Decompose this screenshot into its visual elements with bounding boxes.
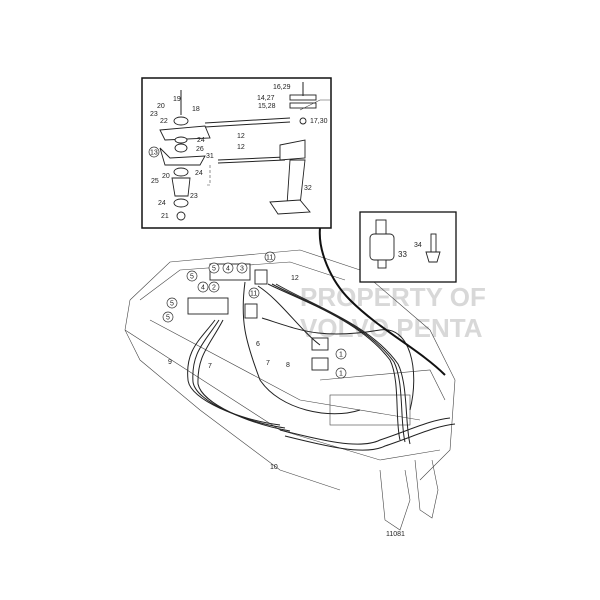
part-label: 17,30 <box>310 118 328 125</box>
svg-text:1: 1 <box>339 352 343 359</box>
drawing-number: 11081 <box>386 531 405 538</box>
watermark-line-2: VOLVO PENTA <box>300 313 483 343</box>
svg-text:5: 5 <box>212 266 216 273</box>
watermark: PROPERTY OF VOLVO PENTA <box>300 282 486 343</box>
part-label: 31 <box>206 153 214 160</box>
part-label: 14,27 <box>257 95 275 102</box>
part-label: 20 <box>162 173 170 180</box>
callout: 2 <box>208 281 220 293</box>
callout: 5 <box>208 262 220 274</box>
callout: 5 <box>162 311 174 323</box>
part-label: 23 <box>150 111 158 118</box>
callout: 11 <box>248 287 260 299</box>
part-label: 12 <box>291 275 299 282</box>
part-label: 24 <box>195 170 203 177</box>
svg-text:3: 3 <box>240 266 244 273</box>
callout: 1 <box>335 348 347 360</box>
part-label: 10 <box>270 464 278 471</box>
callout: 11 <box>264 251 276 263</box>
part-label: 8 <box>286 362 290 369</box>
part-label: 19 <box>173 96 181 103</box>
svg-text:2: 2 <box>212 285 216 292</box>
callout: 5 <box>186 270 198 282</box>
part-label: 6 <box>256 341 260 348</box>
part-label: 32 <box>304 185 312 192</box>
part-label: 7 <box>266 360 270 367</box>
svg-text:5: 5 <box>170 301 174 308</box>
part-label: 9 <box>168 359 172 366</box>
callout: 4 <box>222 262 234 274</box>
part-label: 13 <box>150 150 158 157</box>
part-label: 34 <box>414 242 422 249</box>
steering-inset <box>141 77 332 229</box>
callout: 4 <box>197 281 209 293</box>
svg-text:4: 4 <box>201 285 205 292</box>
part-label: 12 <box>237 144 245 151</box>
part-label: 20 <box>157 103 165 110</box>
part-label: 7 <box>208 363 212 370</box>
callout: 3 <box>236 262 248 274</box>
part-label: 24 <box>158 200 166 207</box>
part-label: 26 <box>196 146 204 153</box>
svg-text:11: 11 <box>266 255 273 262</box>
callout: 5 <box>166 297 178 309</box>
part-label: 33 <box>398 250 407 259</box>
callout: 1 <box>335 367 347 379</box>
svg-text:1: 1 <box>339 371 343 378</box>
cable-harness <box>187 227 456 451</box>
part-label: 18 <box>192 106 200 113</box>
steering-inset-labels: 19 20 23 22 18 24 26 31 13 24 25 20 23 2… <box>148 84 328 220</box>
part-label: 16,29 <box>273 84 291 91</box>
part-label: 25 <box>151 178 159 185</box>
part-label: 21 <box>161 213 169 220</box>
part-label: 12 <box>237 133 245 140</box>
sensor-inset-labels: 33 34 <box>398 242 422 259</box>
callout-circle <box>148 146 160 158</box>
part-label: 22 <box>160 118 168 125</box>
watermark-line-1: PROPERTY OF <box>300 282 486 312</box>
part-label: 23 <box>190 193 198 200</box>
part-label: 15,28 <box>258 103 276 110</box>
svg-text:11: 11 <box>250 291 257 298</box>
svg-text:5: 5 <box>190 274 194 281</box>
svg-text:4: 4 <box>226 266 230 273</box>
main-labels: 5 4 3 5 4 2 5 5 11 12 11 6 9 7 7 8 1 1 1… <box>162 251 347 471</box>
part-label: 24 <box>197 137 205 144</box>
svg-text:5: 5 <box>166 315 170 322</box>
sensor-inset <box>359 211 457 283</box>
